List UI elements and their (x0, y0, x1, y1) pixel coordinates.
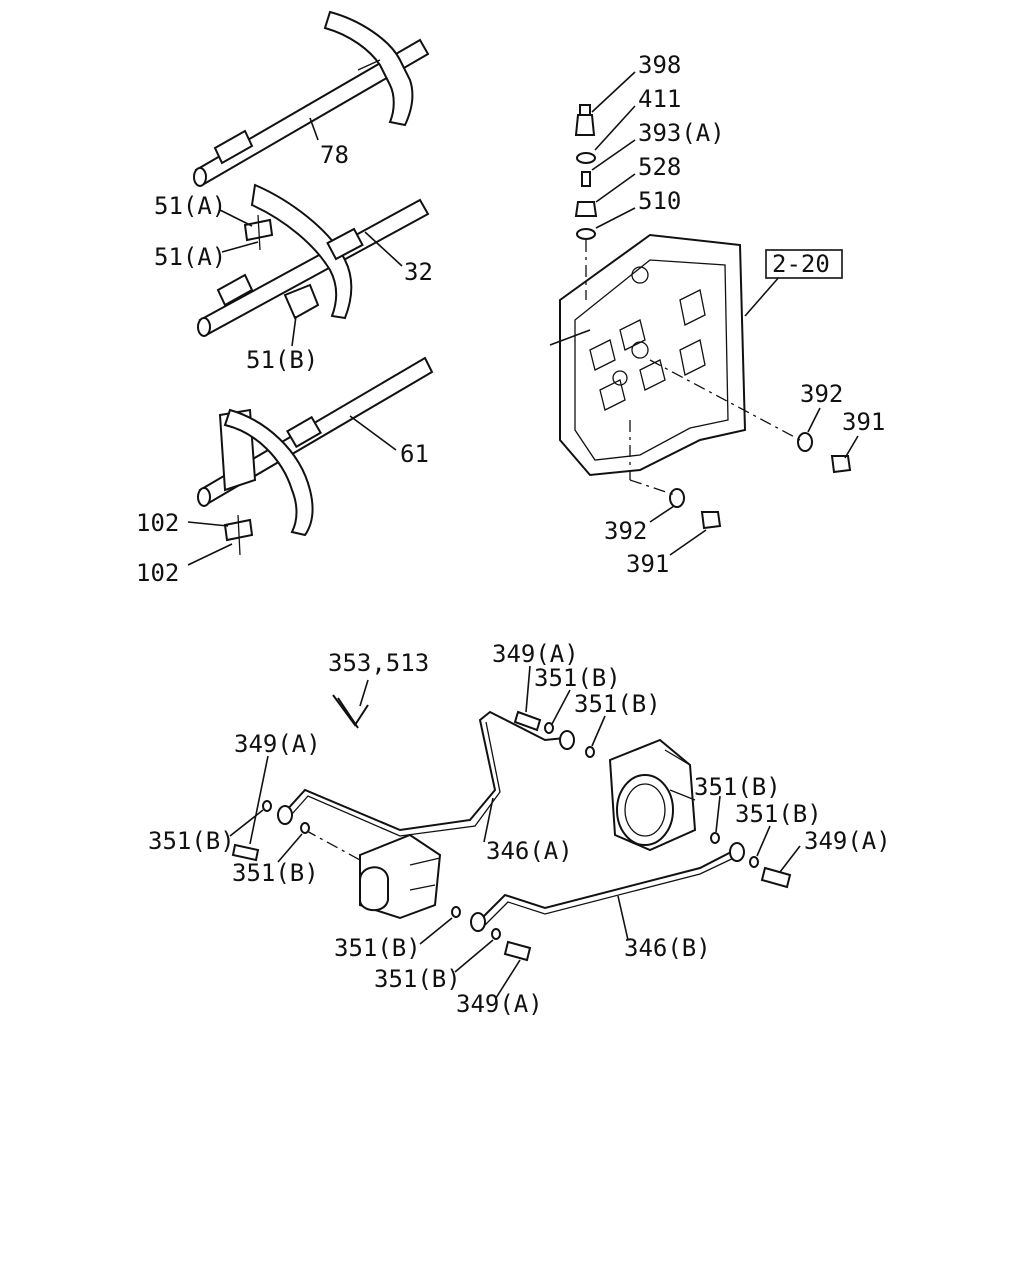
reference-box (765, 249, 843, 279)
callout-353-513: 353,513 (328, 649, 429, 677)
plug-391-bottom (700, 511, 722, 530)
washer-351b-top2 (585, 746, 595, 758)
washer-351b-r1 (710, 832, 720, 844)
callout-349a-top: 349(A) (492, 640, 579, 668)
callout-51b: 51(B) (246, 346, 318, 374)
washer-351b-top1 (544, 722, 554, 734)
callout-349a-bottom: 349(A) (456, 990, 543, 1018)
transmission-housing (549, 233, 747, 477)
callout-351b-b1: 351(B) (334, 934, 421, 962)
shift-pin-102 (223, 514, 254, 556)
shift-block-51b (283, 283, 320, 320)
callout-351b-b2: 351(B) (374, 965, 461, 993)
shift-rail-32 (197, 183, 430, 337)
plug-528 (574, 201, 598, 217)
callout-349a-right: 349(A) (804, 827, 891, 855)
callout-ref-2-20: 2-20 (772, 250, 830, 278)
callout-51a-1: 51(A) (154, 192, 226, 220)
callout-351b-r2: 351(B) (735, 800, 822, 828)
callout-346b: 346(B) (624, 934, 711, 962)
shift-rail-61 (197, 356, 434, 537)
clip-353 (332, 694, 369, 729)
callout-351b-left: 351(B) (148, 827, 235, 855)
callout-510: 510 (638, 187, 681, 215)
callout-102-2: 102 (136, 559, 179, 587)
neutral-switch-398 (574, 104, 596, 136)
callout-391-right: 391 (842, 408, 885, 436)
callout-351b-t2: 351(B) (574, 690, 661, 718)
callout-393a: 393(A) (638, 119, 725, 147)
callout-78: 78 (320, 141, 349, 169)
callout-392-bottom: 392 (604, 517, 647, 545)
washer-351b-r2 (749, 856, 759, 868)
bolt-349a-right (760, 866, 792, 889)
washer-351b-left (262, 800, 272, 812)
callout-102-1: 102 (136, 509, 179, 537)
callout-392-right: 392 (800, 380, 843, 408)
valve-block-left (359, 833, 442, 920)
washer-351b-b1 (451, 906, 461, 918)
washer-392-bottom (669, 488, 685, 508)
callout-398: 398 (638, 51, 681, 79)
washer-411 (576, 152, 596, 164)
plug-391-right (830, 455, 852, 474)
washer-510 (576, 228, 596, 240)
callout-351b-t1: 351(B) (534, 664, 621, 692)
callout-391-bottom: 391 (626, 550, 669, 578)
callout-346a: 346(A) (486, 837, 573, 865)
washer-392-right (797, 432, 813, 452)
callout-61: 61 (400, 440, 429, 468)
bolt-349a-bottom (503, 940, 532, 962)
callout-349a-left: 349(A) (234, 730, 321, 758)
shift-rail-78 (193, 10, 430, 187)
callout-51a-2: 51(A) (154, 243, 226, 271)
relay-valve-right (608, 738, 697, 852)
leader-lines (187, 71, 859, 999)
washer-351b-mid (300, 822, 310, 834)
callout-411: 411 (638, 85, 681, 113)
pipe-346a (284, 710, 566, 832)
pipe-346b (477, 849, 736, 923)
callout-528: 528 (638, 153, 681, 181)
callout-351b-r1: 351(B) (694, 773, 781, 801)
bolt-349a-top (513, 710, 542, 732)
callout-351b-mid: 351(B) (232, 859, 319, 887)
callout-32: 32 (404, 258, 433, 286)
bolt-349a-left (231, 843, 260, 862)
pin-393a (581, 171, 591, 187)
washer-351b-b2 (491, 928, 501, 940)
